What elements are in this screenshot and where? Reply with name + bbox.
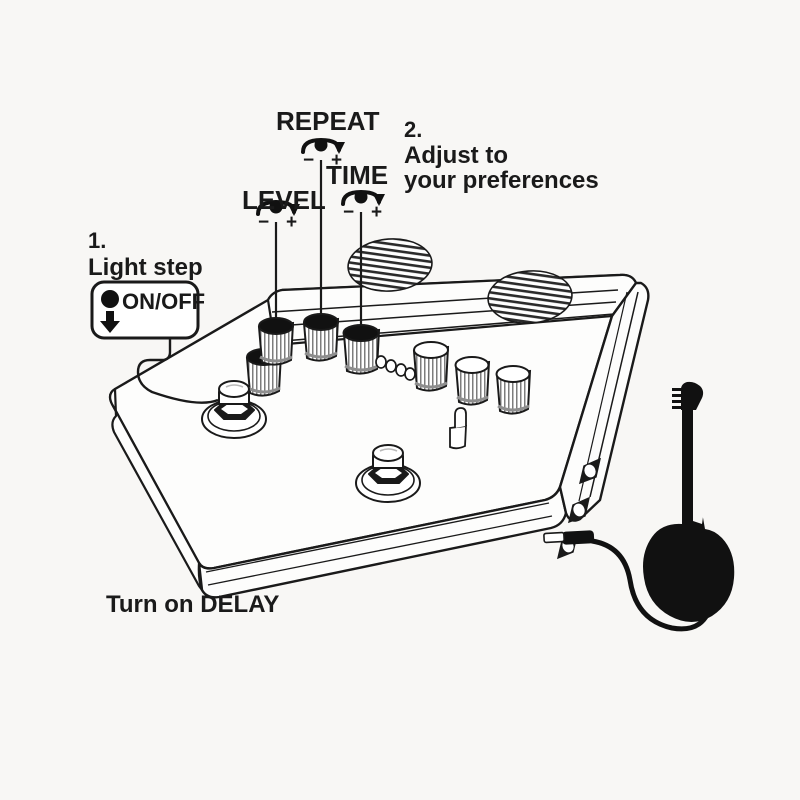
guitar-neck (682, 406, 693, 526)
onoff-badge-label: ON/OFF (122, 289, 205, 314)
led-2 (385, 359, 397, 373)
rotation-marker-time (341, 189, 385, 206)
footswitches[interactable] (201, 380, 421, 503)
pedal-front-edge-inner-line (205, 502, 550, 573)
toggle-switch-lever[interactable] (454, 407, 467, 428)
time-plus-sign: + (371, 202, 382, 223)
rotation-arrowhead-repeat (333, 142, 345, 154)
time-minus-sign: − (343, 202, 354, 223)
side-jack-2-hole (573, 503, 585, 517)
rotation-center-dot-time (354, 190, 368, 204)
speaker-grille-right (487, 270, 573, 324)
led-4 (404, 367, 416, 381)
knob-7-shadow (497, 404, 530, 412)
footswitch-right[interactable] (355, 444, 421, 503)
footswitch-left[interactable] (201, 380, 267, 439)
footer-caption: Turn on DELAY (106, 591, 279, 618)
knob-5-cap (413, 341, 449, 359)
control-knobs[interactable] (245, 313, 532, 415)
cable-plug-tip (543, 531, 565, 544)
knob-repeat-shadow (304, 351, 338, 359)
cable-and-guitar (543, 381, 735, 632)
electric-guitar-silhouette (643, 381, 735, 622)
knob-5-shadow (414, 381, 448, 389)
pedal-enclosure (108, 273, 650, 599)
rotation-arrowhead-time (373, 194, 385, 206)
level-plus-sign: + (286, 212, 297, 233)
rotation-marker-repeat (301, 137, 345, 154)
footswitch-right-cap-highlight (379, 448, 398, 452)
speaker-grille-left (347, 238, 433, 292)
knob-time[interactable] (342, 324, 381, 375)
cable-plug (561, 530, 595, 545)
rotation-marker-level (256, 199, 300, 216)
rotation-arrowhead-level (288, 204, 300, 216)
led-1 (375, 355, 387, 369)
level-minus-sign: − (258, 212, 269, 233)
onoff-badge-leader (136, 334, 219, 404)
rotation-center-dot-level (269, 200, 283, 214)
leader-lines (274, 160, 363, 326)
guitar-tuner-1 (672, 388, 682, 391)
panel-fold-line-3 (282, 313, 615, 342)
footswitch-left-cap[interactable] (218, 380, 250, 398)
knob-6-cap (454, 356, 490, 374)
knob-5[interactable] (412, 341, 450, 392)
guitar-tuner-3 (672, 400, 682, 403)
step-2-number: 2. (404, 117, 422, 142)
onoff-badge-dot-icon (101, 290, 119, 308)
label-time: TIME (326, 160, 388, 190)
guitar-tuner-2 (672, 394, 682, 397)
guitar-body (643, 506, 735, 622)
down-arrow-icon (100, 311, 120, 333)
speaker-grilles (347, 238, 573, 324)
guitar-tuner-4 (672, 406, 682, 409)
pedal-left-wall (108, 387, 204, 592)
knob-6-shadow (456, 395, 489, 403)
repeat-minus-sign: − (303, 150, 314, 171)
toggle-switch[interactable] (449, 407, 467, 450)
knob-7-cap (495, 365, 531, 383)
step-2-line-1: Adjust to (404, 142, 508, 169)
rotation-center-dot-repeat (314, 138, 328, 152)
knob-level-cap (258, 317, 294, 335)
knob-level[interactable] (257, 317, 295, 366)
knob-time-cap (342, 324, 380, 342)
footswitch-right-cap[interactable] (372, 444, 404, 462)
knob-repeat-cap (303, 313, 339, 331)
footswitch-left-hexnut-face (221, 404, 248, 414)
label-repeat: REPEAT (276, 106, 380, 136)
footswitch-right-hexnut-face (375, 468, 402, 478)
repeat-plus-sign: + (331, 150, 342, 171)
label-level: LEVEL (242, 185, 326, 215)
guitar-headstock (680, 381, 704, 410)
knob-7[interactable] (495, 365, 532, 415)
step-1-callout (90, 280, 219, 404)
step-1-number: 1. (88, 228, 106, 253)
knob-time-shadow (344, 364, 379, 372)
onoff-badge[interactable] (90, 280, 200, 340)
step-2-line-2: your preferences (404, 167, 599, 194)
led-indicator-row (375, 355, 416, 381)
pedal-front-edge-inner-line-2 (207, 515, 553, 586)
knob-6[interactable] (454, 356, 491, 406)
knob-level-shadow (259, 355, 293, 363)
knob-repeat[interactable] (302, 313, 340, 362)
toggle-switch-base (449, 424, 467, 450)
side-jack-1-hole (584, 464, 596, 478)
step-1-text: Light step (88, 254, 203, 281)
footswitch-left-cap-highlight (225, 384, 244, 388)
knob-1-shadow (247, 386, 281, 394)
